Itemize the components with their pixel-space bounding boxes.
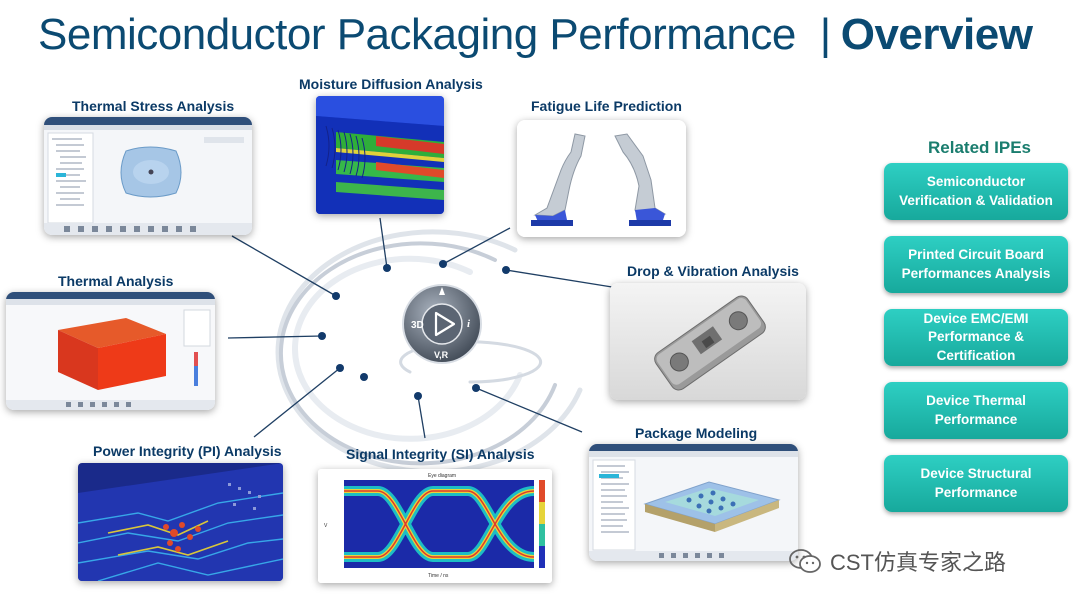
title-separator: | xyxy=(819,10,831,59)
3dexperience-compass-icon[interactable]: 3D i V,R xyxy=(401,283,483,365)
connector-fatigue xyxy=(442,227,511,265)
page-title: Semiconductor Packaging Performance |Over… xyxy=(38,10,1033,60)
thumb-drop-vibration[interactable] xyxy=(610,283,806,400)
ipe-button-emc-emi[interactable]: Device EMC/EMI Performance & Certificati… xyxy=(884,309,1068,366)
si-plot-title: Eye diagram xyxy=(428,473,456,479)
compass-right-text: i xyxy=(467,318,471,330)
label-package-modeling: Package Modeling xyxy=(635,425,758,441)
ipe-button-label: Device Thermal Performance xyxy=(926,393,1026,427)
si-plot-xlabel: Time / ns xyxy=(428,573,449,579)
node-dot xyxy=(360,373,368,381)
watermark: CST仿真专家之路 xyxy=(788,545,1006,577)
ipe-button-label: Device Structural Performance xyxy=(920,466,1032,500)
node-dot xyxy=(318,332,326,340)
label-drop-vibration: Drop & Vibration Analysis xyxy=(627,263,799,279)
label-power-integrity: Power Integrity (PI) Analysis xyxy=(93,443,282,459)
wechat-icon xyxy=(788,548,822,574)
related-ipes-title: Related IPEs xyxy=(928,138,1031,157)
label-thermal-stress: Thermal Stress Analysis xyxy=(72,98,235,114)
watermark-text: CST仿真专家之路 xyxy=(830,550,1007,575)
ipe-button-label: Device EMC/EMI Performance & Certificati… xyxy=(923,311,1029,363)
title-main: Semiconductor Packaging Performance xyxy=(38,10,796,59)
label-thermal: Thermal Analysis xyxy=(58,273,174,289)
node-dot xyxy=(439,260,447,268)
connector-moisture xyxy=(379,217,388,269)
node-dot xyxy=(414,392,422,400)
node-dot xyxy=(472,384,480,392)
connector-package xyxy=(475,387,583,433)
thumb-fatigue-life[interactable] xyxy=(517,120,686,237)
thumb-moisture-diffusion[interactable] xyxy=(316,96,444,214)
ipe-button-label: Printed Circuit Board Performances Analy… xyxy=(901,247,1051,281)
connector-si xyxy=(417,395,426,439)
label-signal-integrity: Signal Integrity (SI) Analysis xyxy=(346,446,535,462)
ipe-button-label: Semiconductor Verification & Validation xyxy=(899,174,1053,208)
connector-drop xyxy=(505,269,613,288)
node-dot xyxy=(383,264,391,272)
thumb-thermal[interactable] xyxy=(6,292,215,410)
thumb-signal-integrity[interactable]: Eye diagram Time / ns V xyxy=(318,469,552,583)
label-moisture-diffusion: Moisture Diffusion Analysis xyxy=(299,76,483,92)
connector-pi xyxy=(253,367,341,438)
label-fatigue-life: Fatigue Life Prediction xyxy=(531,98,682,114)
thumb-thermal-stress[interactable] xyxy=(44,117,252,235)
node-dot xyxy=(332,292,340,300)
ipe-button-device-thermal[interactable]: Device Thermal Performance xyxy=(884,382,1068,439)
compass-bottom-text: V,R xyxy=(434,350,449,360)
title-bold: Overview xyxy=(840,10,1033,59)
thumb-package-modeling[interactable] xyxy=(589,444,798,561)
ipe-button-device-structural[interactable]: Device Structural Performance xyxy=(884,455,1068,512)
ipe-button-semiconductor-vv[interactable]: Semiconductor Verification & Validation xyxy=(884,163,1068,220)
connector-thermal xyxy=(227,335,323,339)
hub-arc-small xyxy=(399,340,543,384)
compass-left-text: 3D xyxy=(411,320,424,331)
node-dot xyxy=(502,266,510,274)
hub-arc-mid xyxy=(278,241,557,466)
si-plot-ylabel: V xyxy=(324,523,328,529)
connector-thermal-stress xyxy=(231,235,337,297)
thumb-power-integrity[interactable] xyxy=(78,463,283,581)
ipe-button-pcb-performance[interactable]: Printed Circuit Board Performances Analy… xyxy=(884,236,1068,293)
hub-arc-inner xyxy=(292,255,523,442)
hub-arc-outer xyxy=(275,229,583,475)
node-dot xyxy=(336,364,344,372)
